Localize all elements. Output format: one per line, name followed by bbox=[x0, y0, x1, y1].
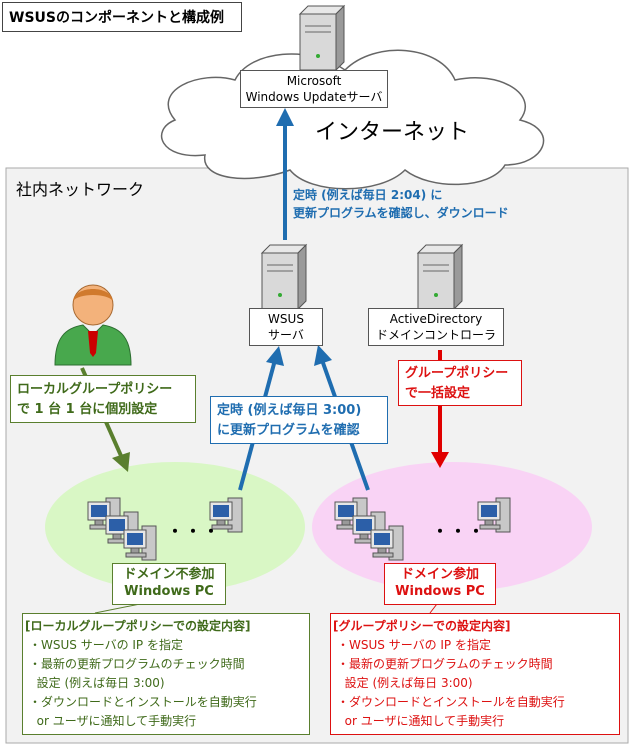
local-settings-box: [ローカルグループポリシーでの設定内容] ・WSUS サーバの IP を指定 ・… bbox=[22, 613, 310, 735]
ad-label-line1: ActiveDirectory bbox=[389, 312, 483, 326]
group-policy-line1: グループポリシー bbox=[405, 366, 509, 381]
pc-icon bbox=[477, 497, 511, 533]
group-settings-line1: ・WSUS サーバの IP を指定 bbox=[337, 638, 491, 652]
local-policy-line1: ローカルグループポリシー bbox=[17, 382, 173, 397]
wsus-server-icon bbox=[260, 243, 308, 311]
check-text-box: 定時 (例えば毎日 3:00) に更新プログラムを確認 bbox=[210, 396, 388, 444]
local-settings-line4: ・ダウンロードとインストールを自動実行 bbox=[29, 695, 257, 709]
non-domain-label: ドメイン不参加 Windows PC bbox=[112, 563, 226, 605]
ellipsis-left: ・・・ bbox=[167, 522, 222, 541]
sync-arrow bbox=[276, 108, 294, 240]
non-domain-label-line1: ドメイン不参加 bbox=[123, 567, 215, 582]
internet-label: インターネット bbox=[315, 120, 470, 145]
check-text-line1: 定時 (例えば毎日 3:00) bbox=[217, 403, 362, 418]
ad-server-icon bbox=[416, 243, 464, 311]
pc-icon bbox=[209, 497, 243, 533]
update-server-label: Microsoft Windows Updateサーバ bbox=[240, 70, 388, 108]
domain-label-line2: Windows PC bbox=[395, 584, 485, 599]
group-settings-line2: ・最新の更新プログラムのチェック時間 bbox=[337, 657, 553, 671]
internal-network-label: 社内ネットワーク bbox=[16, 180, 145, 199]
update-server-label-line2: Windows Updateサーバ bbox=[245, 90, 383, 104]
sync-text-line2: 更新プログラムを確認し、ダウンロード bbox=[293, 206, 509, 220]
check-text-line2: に更新プログラムを確認 bbox=[217, 423, 360, 438]
local-settings-title: [ローカルグループポリシーでの設定内容] bbox=[25, 619, 251, 633]
group-policy-line2: で一括設定 bbox=[405, 386, 471, 401]
ad-label-line2: ドメインコントローラ bbox=[375, 328, 496, 342]
sync-text: 定時 (例えば毎日 2:04) に 更新プログラムを確認し、ダウンロード bbox=[293, 186, 509, 222]
non-domain-label-line2: Windows PC bbox=[124, 584, 214, 599]
local-settings-line1: ・WSUS サーバの IP を指定 bbox=[29, 638, 183, 652]
group-settings-line5: or ユーザに通知して手動実行 bbox=[337, 714, 505, 728]
user-icon bbox=[54, 284, 132, 366]
local-settings-line5: or ユーザに通知して手動実行 bbox=[29, 714, 197, 728]
update-server-icon bbox=[298, 4, 346, 72]
pc-icon bbox=[370, 525, 404, 561]
local-policy-box: ローカルグループポリシー で 1 台 1 台に個別設定 bbox=[10, 375, 196, 423]
pc-icon bbox=[123, 525, 157, 561]
update-server-label-line1: Microsoft bbox=[286, 74, 342, 88]
group-settings-box: [グループポリシーでの設定内容] ・WSUS サーバの IP を指定 ・最新の更… bbox=[330, 613, 620, 735]
domain-label-line1: ドメイン参加 bbox=[400, 567, 479, 582]
sync-text-line1: 定時 (例えば毎日 2:04) に bbox=[293, 188, 443, 202]
wsus-label-line1: WSUS bbox=[268, 312, 304, 326]
ad-server-label: ActiveDirectory ドメインコントローラ bbox=[368, 308, 504, 346]
local-settings-line2: ・最新の更新プログラムのチェック時間 bbox=[29, 657, 245, 671]
group-settings-line3: 設定 (例えば毎日 3:00) bbox=[337, 676, 473, 690]
diagram-title: WSUSのコンポーネントと構成例 bbox=[2, 2, 242, 32]
ellipsis-right: ・・・ bbox=[432, 522, 487, 541]
pc-icons bbox=[87, 497, 511, 561]
non-domain-ellipse bbox=[45, 462, 305, 592]
group-policy-box: グループポリシー で一括設定 bbox=[398, 360, 522, 406]
group-settings-line4: ・ダウンロードとインストールを自動実行 bbox=[337, 695, 565, 709]
wsus-server-label: WSUS サーバ bbox=[249, 308, 323, 346]
local-policy-line2: で 1 台 1 台に個別設定 bbox=[17, 402, 158, 417]
domain-ellipse bbox=[312, 462, 592, 592]
wsus-label-line2: サーバ bbox=[268, 328, 304, 342]
local-settings-line3: 設定 (例えば毎日 3:00) bbox=[29, 676, 165, 690]
domain-label: ドメイン参加 Windows PC bbox=[384, 563, 496, 605]
group-settings-title: [グループポリシーでの設定内容] bbox=[333, 619, 511, 633]
